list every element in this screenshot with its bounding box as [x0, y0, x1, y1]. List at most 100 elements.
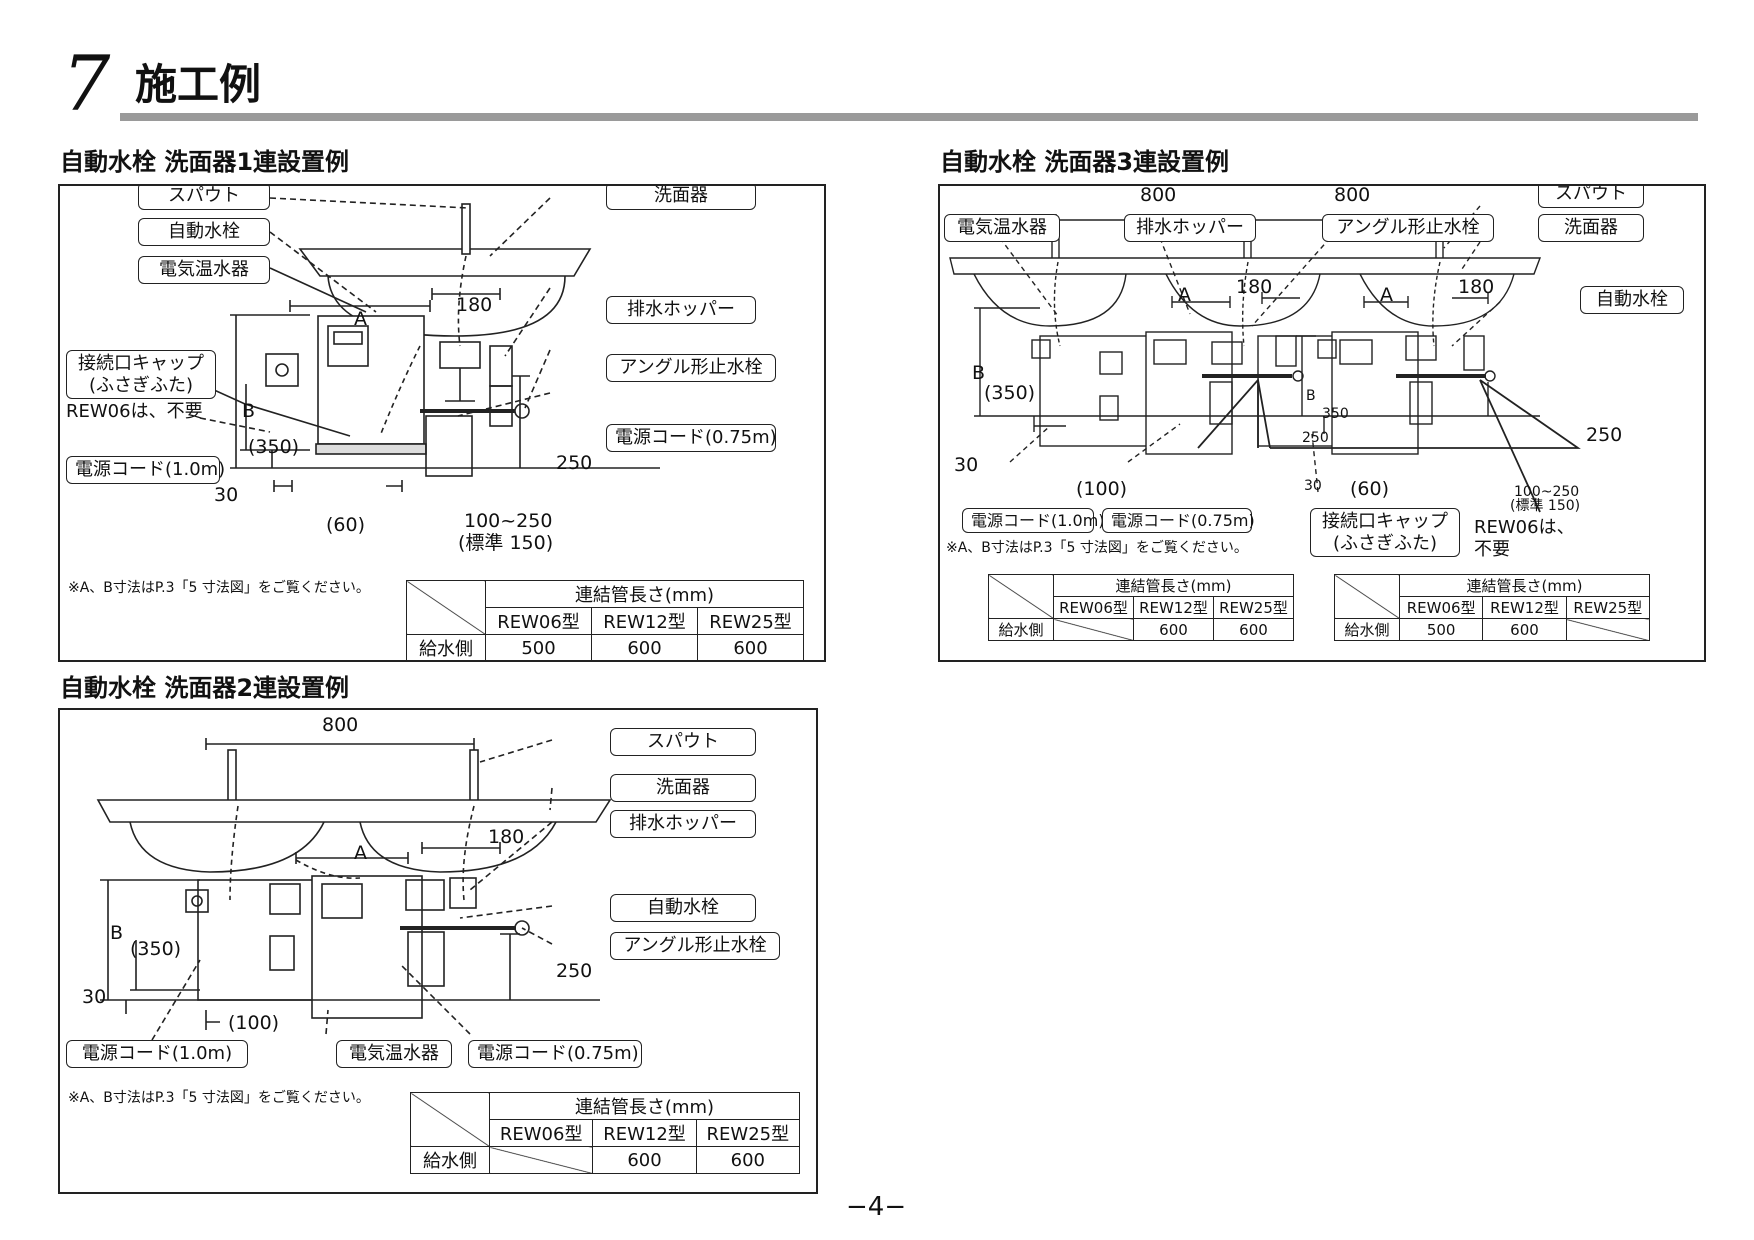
table-value: 600 — [592, 1146, 697, 1174]
table-model: REW06型 — [1398, 596, 1484, 619]
dim-100: (100) — [228, 1012, 280, 1034]
table-row-label: 給水側 — [406, 634, 486, 660]
rew06-line1: REW06は、 — [1474, 517, 1575, 538]
table-value-na — [1053, 618, 1134, 641]
diagram-single-basin — [169, 197, 660, 492]
table-value-na — [1565, 618, 1651, 641]
table-value: 600 — [697, 634, 804, 660]
table-value-na — [488, 1146, 594, 1174]
dim-60: (60) — [1350, 478, 1390, 500]
table-model: REW25型 — [697, 607, 804, 635]
table-header: 連結管長さ(mm) — [1399, 574, 1650, 597]
table-diag-cell — [406, 580, 486, 635]
table-model: REW25型 — [695, 1119, 801, 1147]
table-model: REW06型 — [1053, 596, 1134, 619]
panel-single-basin: スパウト 自動水栓 電気温水器 洗面器 排水ホッパー アングル形止水栓 電源コー… — [58, 184, 826, 662]
dim-30: 30 — [82, 986, 107, 1008]
dim-30: 30 — [214, 484, 239, 506]
chapter-number: 7 — [62, 39, 111, 128]
dim-range-2: (標準 150) — [458, 532, 554, 554]
dim-a-1: A — [1178, 284, 1191, 306]
note-ab: ※A、B寸法はP.3「5 寸法図」をご覧ください。 — [68, 580, 370, 596]
callout-basin: 洗面器 — [606, 186, 756, 210]
cap-line2: (ふさぎふた) — [88, 374, 194, 396]
cap-line1: 接続口キャップ — [78, 353, 204, 374]
table-model: REW12型 — [592, 1119, 697, 1147]
dim-30-small: 30 — [1304, 478, 1322, 494]
dim-250: 250 — [556, 452, 593, 474]
callout-faucet: 自動水栓 — [610, 894, 756, 922]
section-title-double: 自動水栓 洗面器2連設置例 — [60, 674, 350, 702]
table-value: 600 — [1482, 618, 1567, 641]
rew06-note: REW06は、不要 — [66, 401, 203, 422]
callout-hopper: 排水ホッパー — [606, 296, 756, 324]
dim-b-1: B — [972, 362, 986, 384]
callout-cord-075: 電源コード(0.75m) — [1102, 508, 1255, 534]
section-title-triple: 自動水栓 洗面器3連設置例 — [940, 148, 1230, 176]
dim-b-2: B — [1306, 388, 1316, 404]
table-value: 600 — [695, 1146, 801, 1174]
cap-line2: (ふさぎふた) — [1332, 532, 1438, 554]
callout-angle-valve: アングル形止水栓 — [606, 354, 776, 382]
table-model: REW12型 — [1133, 596, 1214, 619]
diagram-double-basin — [96, 738, 612, 1041]
note-ab: ※A、B寸法はP.3「5 寸法図」をご覧ください。 — [68, 1090, 370, 1106]
dim-800-right: 800 — [1334, 184, 1371, 206]
table-model: REW25型 — [1213, 596, 1294, 619]
dim-250: 250 — [1586, 424, 1623, 446]
cap-line1: 接続口キャップ — [1322, 511, 1448, 532]
callout-basin: 洗面器 — [1538, 214, 1644, 242]
section-title-single: 自動水栓 洗面器1連設置例 — [60, 148, 350, 176]
dim-a: A — [354, 308, 367, 330]
diagram-triple-basin — [949, 205, 1581, 513]
dim-350: (350) — [130, 938, 182, 960]
table-model: REW12型 — [1482, 596, 1567, 619]
callout-cord-075: 電源コード(0.75m) — [606, 424, 777, 452]
table-header: 連結管長さ(mm) — [485, 580, 804, 608]
page-number: −4− — [846, 1192, 907, 1222]
callout-spout: スパウト — [610, 728, 756, 756]
dim-180-1: 180 — [1236, 276, 1273, 298]
table-header: 連結管長さ(mm) — [489, 1092, 800, 1120]
callout-faucet: 自動水栓 — [1580, 286, 1684, 314]
dim-range-1: 100~250 — [464, 510, 553, 532]
rew06-line2: 不要 — [1474, 539, 1510, 560]
table-value: 500 — [1398, 618, 1484, 641]
table-model: REW06型 — [485, 607, 592, 635]
callout-cap: 接続口キャップ (ふさぎふた) — [1310, 508, 1460, 558]
dim-a: A — [354, 842, 367, 864]
callout-spout: スパウト — [1538, 186, 1644, 208]
dim-range-2: (標準 150) — [1510, 498, 1581, 514]
dim-250: 250 — [556, 960, 593, 982]
table-row-label: 給水側 — [410, 1146, 490, 1174]
table-model: REW06型 — [488, 1119, 594, 1147]
dim-180: 180 — [456, 294, 493, 316]
dim-800: 800 — [322, 714, 359, 736]
chapter-title: 施工例 — [135, 60, 262, 109]
dim-b: B — [242, 400, 256, 422]
callout-cord-10: 電源コード(1.0m) — [66, 456, 225, 484]
table-value: 600 — [591, 634, 698, 660]
table-value: 600 — [1133, 618, 1214, 641]
dim-range-1: 100~250 — [1514, 484, 1580, 500]
callout-spout: スパウト — [138, 186, 270, 210]
dim-350: (350) — [248, 436, 300, 458]
dim-100: (100) — [1076, 478, 1128, 500]
table-value: 500 — [485, 634, 592, 660]
dim-b: B — [110, 922, 124, 944]
panel-double-basin: 800 スパウト 洗面器 排水ホッパー 自動水栓 アングル形止水栓 A 180 … — [58, 708, 818, 1194]
table-diag-cell — [410, 1092, 490, 1147]
table-diag-cell — [1334, 574, 1400, 619]
dim-350-small: 350 — [1322, 406, 1349, 422]
callout-faucet: 自動水栓 — [138, 218, 270, 246]
callout-heater: 電気温水器 — [336, 1040, 452, 1068]
callout-cord-10: 電源コード(1.0m) — [962, 508, 1105, 534]
dim-180: 180 — [488, 826, 525, 848]
panel-triple-basin: 800 800 スパウト 洗面器 自動水栓 電気温水器 排水ホッパー アングル形… — [938, 184, 1706, 662]
table-header: 連結管長さ(mm) — [1053, 574, 1294, 597]
table-value: 600 — [1213, 618, 1294, 641]
note-ab: ※A、B寸法はP.3「5 寸法図」をご覧ください。 — [946, 540, 1248, 556]
